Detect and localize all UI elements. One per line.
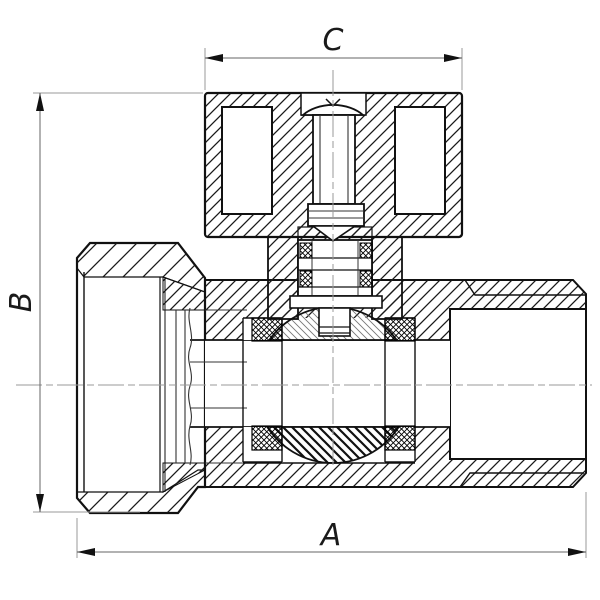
centerlines [16,70,592,468]
screw-cone-tip [310,225,358,242]
o-ring-upper-right [359,242,373,259]
seat-seal-lower-right [384,425,416,451]
arrowhead-bottom [36,494,44,512]
dimension-b: B [4,92,203,513]
seat-seal-lower-left [251,425,283,451]
dimension-a: A [76,492,587,558]
arrowhead-left [77,548,95,556]
dimension-c: C [204,23,463,90]
arrowhead-right [568,548,586,556]
tailpiece [175,307,247,466]
handle-cavity-right [394,106,446,215]
union-nut [75,241,207,515]
screw-shaft [312,114,356,205]
arrowhead-top [36,93,44,111]
o-ring-lower-right [359,270,373,288]
arrowhead-right [444,54,462,62]
arrowhead-left [205,54,223,62]
o-ring-lower-left [299,270,313,288]
screw-head-dome [300,104,366,116]
stem-assembly [289,239,383,337]
body-hex-step-top [464,279,586,296]
dimension-label-a: A [319,518,342,553]
dimension-label-c: C [323,23,344,58]
outlet-port-cavity [449,308,587,460]
dimension-label-b: B [4,292,39,313]
stem-flange [289,295,383,309]
o-ring-upper-left [299,242,313,259]
thread-break-wavy-line [188,307,193,466]
screw-thread-block [307,203,365,227]
body-hex-step-bottom [459,472,584,488]
seat-seal-upper-left [251,317,283,342]
flow-bore [190,339,450,428]
bore-channel [205,340,450,427]
handle-cavity-left [221,106,273,215]
seat-seal-upper-right [384,317,416,342]
stem-ball-connector [318,307,351,337]
